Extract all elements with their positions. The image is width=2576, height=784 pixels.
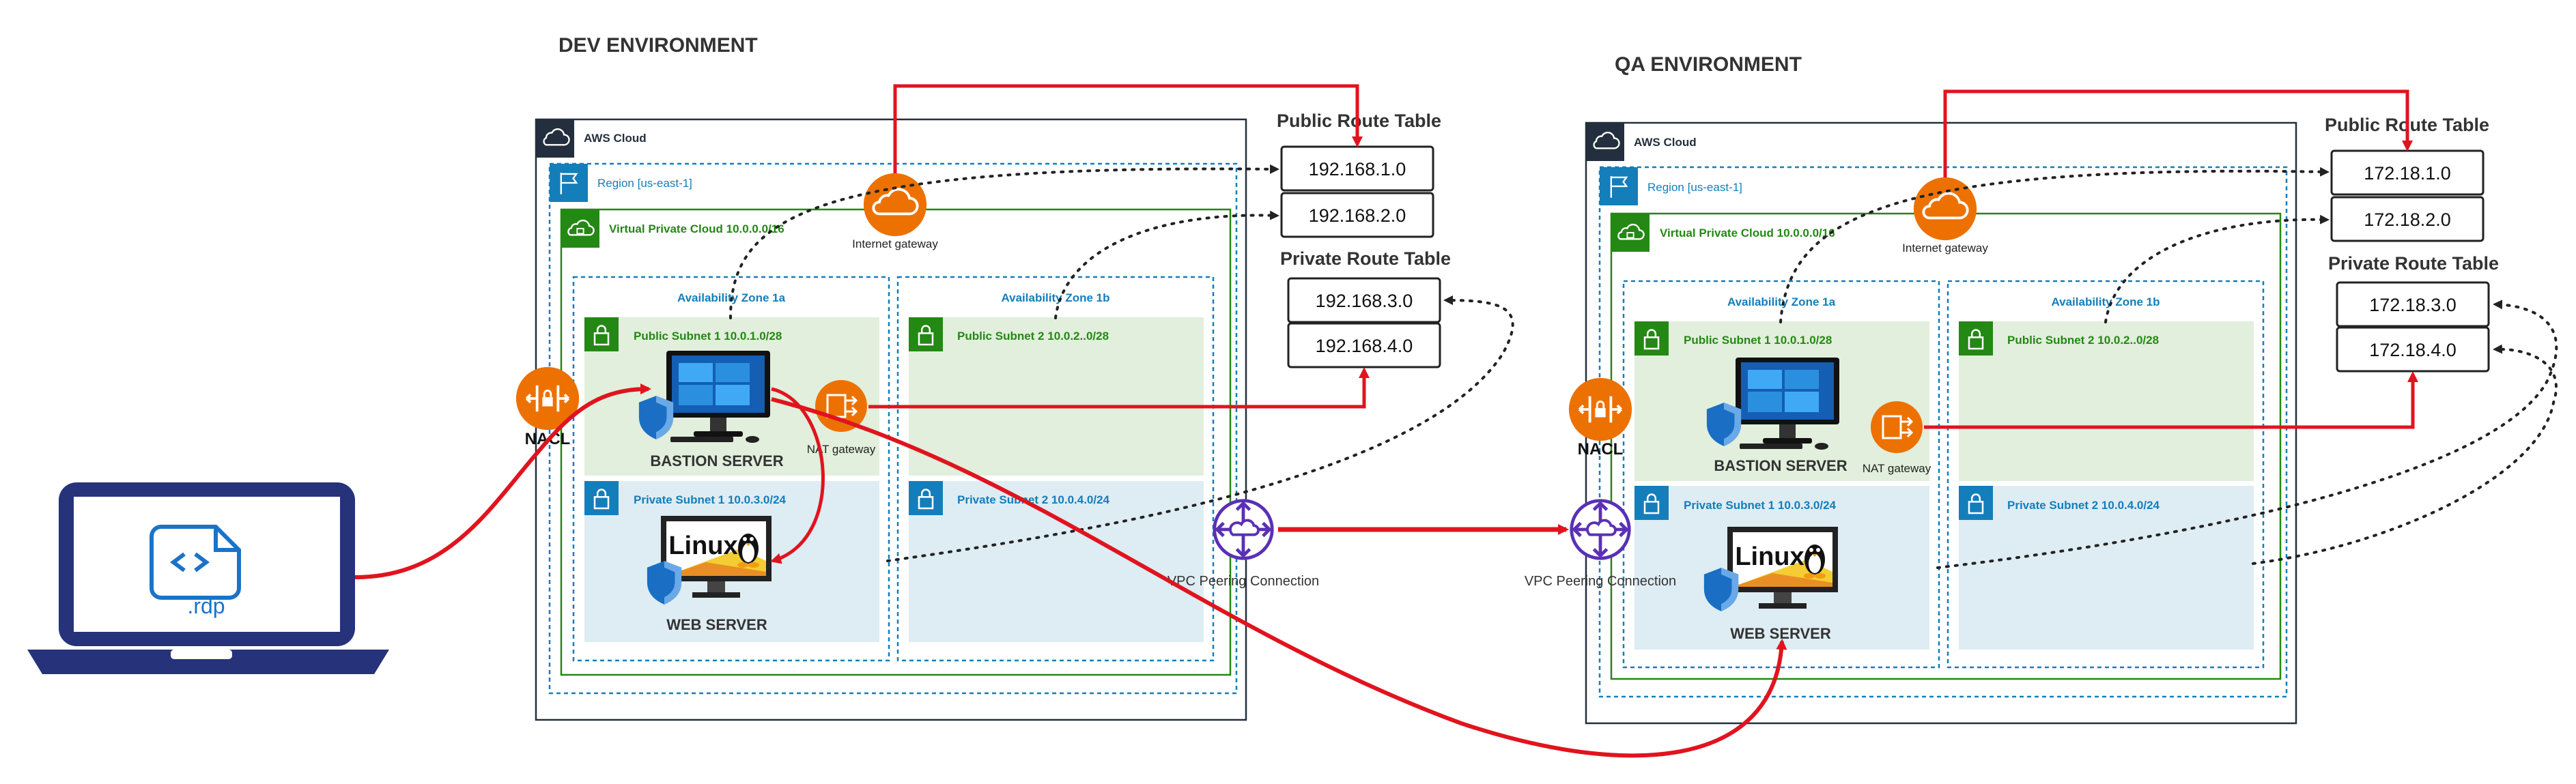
qa-public-subnet-2 [1959,321,2254,481]
rdp-file-label: .rdp [187,594,225,618]
dev-web-label: WEB SERVER [666,616,767,633]
qa-private-subnet-2-label: Private Subnet 2 10.0.4.0/24 [2007,499,2160,512]
dev-vpc-label: Virtual Private Cloud 10.0.0.0/16 [609,222,784,235]
private-subnet-lock-icon [1959,486,1993,520]
qa-public-rt-entry: 172.18.1.0 [2364,163,2451,184]
dev-private-rt-entry: 192.168.4.0 [1316,336,1413,356]
qa-env-title: QA ENVIRONMENT [1615,53,1802,76]
qa-private-rt-entry: 172.18.3.0 [2369,295,2457,315]
dev-vpc-peering-label: VPC Peering Connection [1167,574,1319,589]
qa-web-label: WEB SERVER [1730,625,1831,642]
private-subnet-lock-icon [1634,486,1669,520]
laptop-icon: .rdp [27,482,389,674]
nacl-icon [1568,377,1633,442]
dotted-route-link [2252,344,2558,565]
qa-private-rt-row [2336,281,2490,328]
dev-region-label: Region [us-east-1] [597,177,692,190]
qa-az2-label: Availability Zone 1b [2051,295,2160,308]
public-subnet-lock-icon [1959,321,1993,355]
dev-private-subnet-1-label: Private Subnet 1 10.0.3.0/24 [634,493,787,506]
vpc-peering-icon [1215,501,1272,558]
qa-private-rt-title: Private Route Table [2328,253,2499,274]
private-subnet-lock-icon [909,481,943,515]
dev-nat-label: NAT gateway [807,443,876,456]
dev-az2-label: Availability Zone 1b [1001,291,1109,304]
dev-linux-label: Linux [668,532,737,560]
rdp-connection-line [354,383,651,579]
vpc-icon [561,209,599,248]
dev-private-rt-title: Private Route Table [1280,248,1451,269]
dotted-route-link [2104,214,2330,323]
qa-aws-cloud-label: AWS Cloud [1634,136,1697,149]
vpc-peering-icon [1572,501,1629,558]
nat-to-private-rt-line [868,367,1370,409]
dev-private-rt-entry: 192.168.3.0 [1316,291,1413,311]
dev-env-title: DEV ENVIRONMENT [558,34,758,57]
dotted-route-link [886,295,1514,562]
qa-az1-label: Availability Zone 1a [1727,295,1836,308]
dev-public-rt-row [1280,192,1434,238]
public-subnet-lock-icon [584,317,619,351]
region-flag-icon [1600,167,1638,205]
aws-cloud-icon [536,119,574,158]
aws-cloud-icon [1586,123,1624,161]
public-subnet-lock-icon [1634,321,1669,355]
rdp-file-icon: .rdp [150,525,241,618]
region-flag-icon [550,164,588,202]
qa-nacl-label: NACL [1578,440,1624,459]
qa-public-rt-row [2330,196,2485,242]
dev-public-subnet-2-label: Public Subnet 2 10.0.2..0/28 [957,330,1109,343]
dotted-route-link [1936,300,2558,569]
qa-private-subnet-1-label: Private Subnet 1 10.0.3.0/24 [1684,499,1837,512]
connectors [354,84,2558,758]
nat-gateway-icon [1869,400,1924,454]
dev-public-rt-entry: 192.168.2.0 [1309,205,1406,226]
dev-az2-box [896,276,1215,662]
dev-aws-cloud-label: AWS Cloud [584,132,647,145]
qa-vpc-peering-label: VPC Peering Connection [1525,574,1676,589]
dev-private-subnet-2-label: Private Subnet 2 10.0.4.0/24 [957,493,1110,506]
qa-igw-label: Internet gateway [1902,242,1988,255]
qa-az1-box [1622,280,1940,669]
dev-public-rt-entry: 192.168.1.0 [1309,159,1406,179]
internet-gateway-icon [862,172,928,237]
qa-nat-label: NAT gateway [1863,462,1931,475]
dotted-route-link [729,164,1279,319]
vpc-icon [1611,214,1650,252]
qa-vpc-label: Virtual Private Cloud 10.0.0.0/16 [1660,227,1835,239]
qa-private-subnet-2 [1959,486,2254,650]
igw-to-public-rt-line [1943,89,2413,177]
dev-private-subnet-2 [909,481,1204,642]
dev-environment: DEV ENVIRONMENT AWS Cloud Region [us-eas… [515,34,1451,721]
dev-igw-label: Internet gateway [852,237,938,250]
nat-gateway-icon [814,379,868,433]
qa-linux-label: Linux [1735,542,1804,571]
qa-private-rt-entry: 172.18.4.0 [2369,340,2457,360]
qa-az2-box [1947,280,2265,669]
qa-bastion-label: BASTION SERVER [1714,457,1847,474]
dotted-route-link [1779,166,2330,323]
qa-public-subnet-1-label: Public Subnet 1 10.0.1.0/28 [1684,334,1832,347]
public-subnet-lock-icon [909,317,943,351]
qa-public-rt-entry: 172.18.2.0 [2364,209,2451,230]
igw-to-public-rt-line [893,84,1363,173]
dev-public-subnet-1-label: Public Subnet 1 10.0.1.0/28 [634,330,782,343]
private-subnet-lock-icon [584,481,619,515]
qa-environment: QA ENVIRONMENT AWS Cloud Region [us-east… [1525,53,2499,725]
dev-public-subnet-2 [909,317,1204,476]
dev-private-rt-row [1287,277,1441,323]
bastion-to-web-line [770,387,825,564]
nat-to-private-rt-line [1924,371,2418,429]
dev-bastion-label: BASTION SERVER [650,452,783,469]
bastion-to-qa-web-line [771,397,1787,758]
qa-public-subnet-2-label: Public Subnet 2 10.0.2..0/28 [2007,334,2159,347]
qa-region-label: Region [us-east-1] [1647,181,1742,194]
dev-az1-box [572,276,890,662]
dotted-route-link [1054,210,1279,319]
dev-public-rt-title: Public Route Table [1277,111,1441,131]
